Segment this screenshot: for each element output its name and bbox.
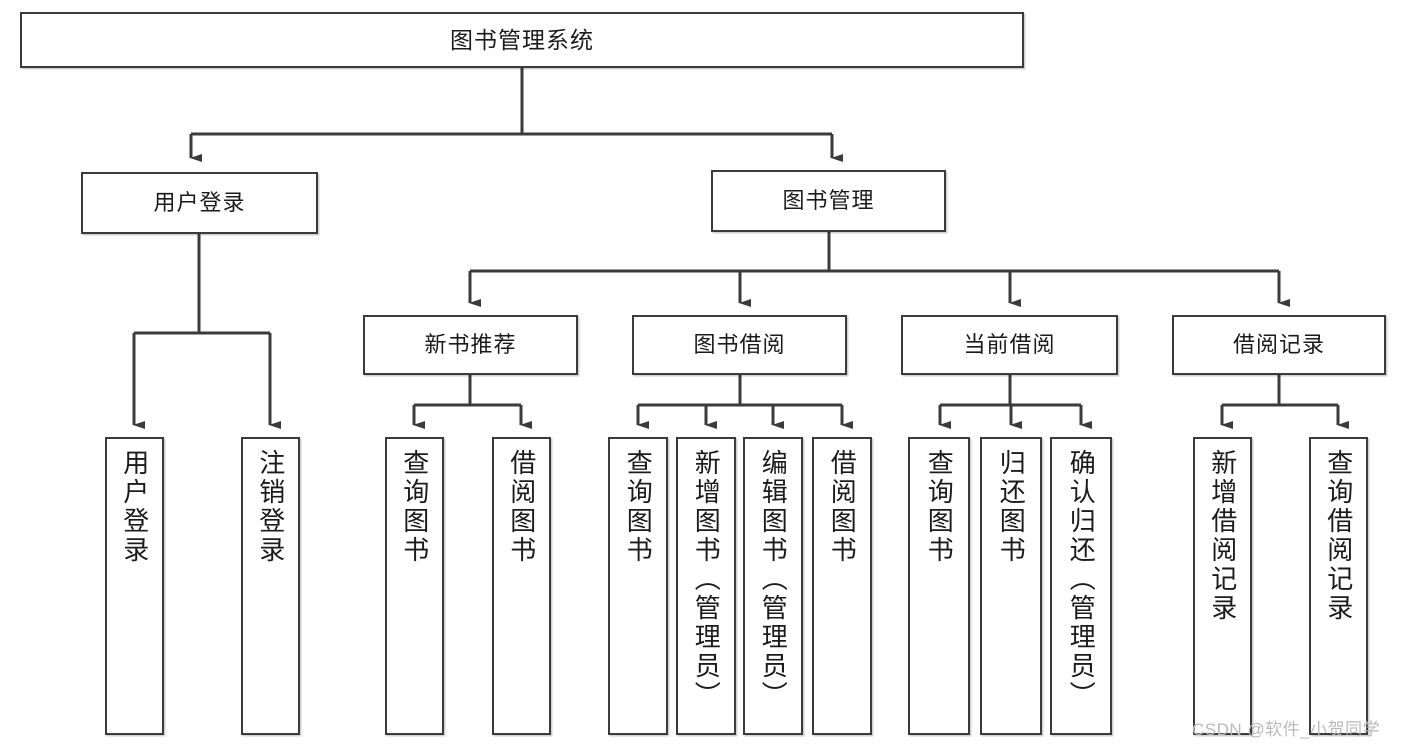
node-label: 借阅记录 [1232,332,1325,358]
leaf-borrow-edit-book-admin[interactable]: 编辑图书（管理员） [743,437,803,735]
leaf-current-query-book[interactable]: 查询图书 [908,437,970,735]
node-label: 新增图书（管理员） [691,449,722,710]
leaf-borrow-query-book[interactable]: 查询图书 [608,437,668,735]
node-current-borrow[interactable]: 当前借阅 [901,315,1118,375]
leaf-new-book-query[interactable]: 查询图书 [385,437,444,735]
node-label: 查询图书 [924,449,955,565]
leaf-borrow-add-book-admin[interactable]: 新增图书（管理员） [676,437,736,735]
node-book-management[interactable]: 图书管理 [711,170,946,232]
node-label: 查询图书 [623,449,654,565]
leaf-new-book-borrow[interactable]: 借阅图书 [492,437,551,735]
leaf-current-return-book[interactable]: 归还图书 [980,437,1042,735]
node-label: 图书管理系统 [450,26,594,53]
node-new-book-recommend[interactable]: 新书推荐 [363,315,578,375]
node-label: 新增借阅记录 [1207,449,1238,623]
node-book-borrow[interactable]: 图书借阅 [632,315,847,375]
node-label: 编辑图书（管理员） [758,449,789,710]
node-label: 用户登录 [119,449,150,565]
node-root-system[interactable]: 图书管理系统 [20,12,1024,68]
node-label: 注销登录 [255,449,286,565]
leaf-borrow-borrow-book[interactable]: 借阅图书 [812,437,872,735]
node-label: 新书推荐 [424,332,517,358]
node-label: 用户登录 [153,190,246,216]
leaf-user-login-logout[interactable]: 注销登录 [241,437,300,735]
leaf-record-add[interactable]: 新增借阅记录 [1193,437,1252,735]
node-label: 归还图书 [996,449,1027,565]
node-label: 图书管理 [782,188,875,214]
node-user-login[interactable]: 用户登录 [81,172,318,234]
leaf-current-confirm-return-admin[interactable]: 确认归还（管理员） [1050,437,1112,735]
node-label: 图书借阅 [693,332,786,358]
node-label: 确认归还（管理员） [1066,449,1097,710]
node-label: 当前借阅 [963,332,1056,358]
leaf-user-login-signin[interactable]: 用户登录 [105,437,164,735]
node-label: 借阅图书 [506,449,537,565]
node-label: 查询借阅记录 [1323,449,1354,623]
csdn-watermark: CSDN @软件_小贺同学 [1192,720,1381,739]
leaf-record-query[interactable]: 查询借阅记录 [1309,437,1368,735]
node-label: 借阅图书 [827,449,858,565]
node-label: 查询图书 [399,449,430,565]
node-borrow-record[interactable]: 借阅记录 [1172,315,1386,375]
